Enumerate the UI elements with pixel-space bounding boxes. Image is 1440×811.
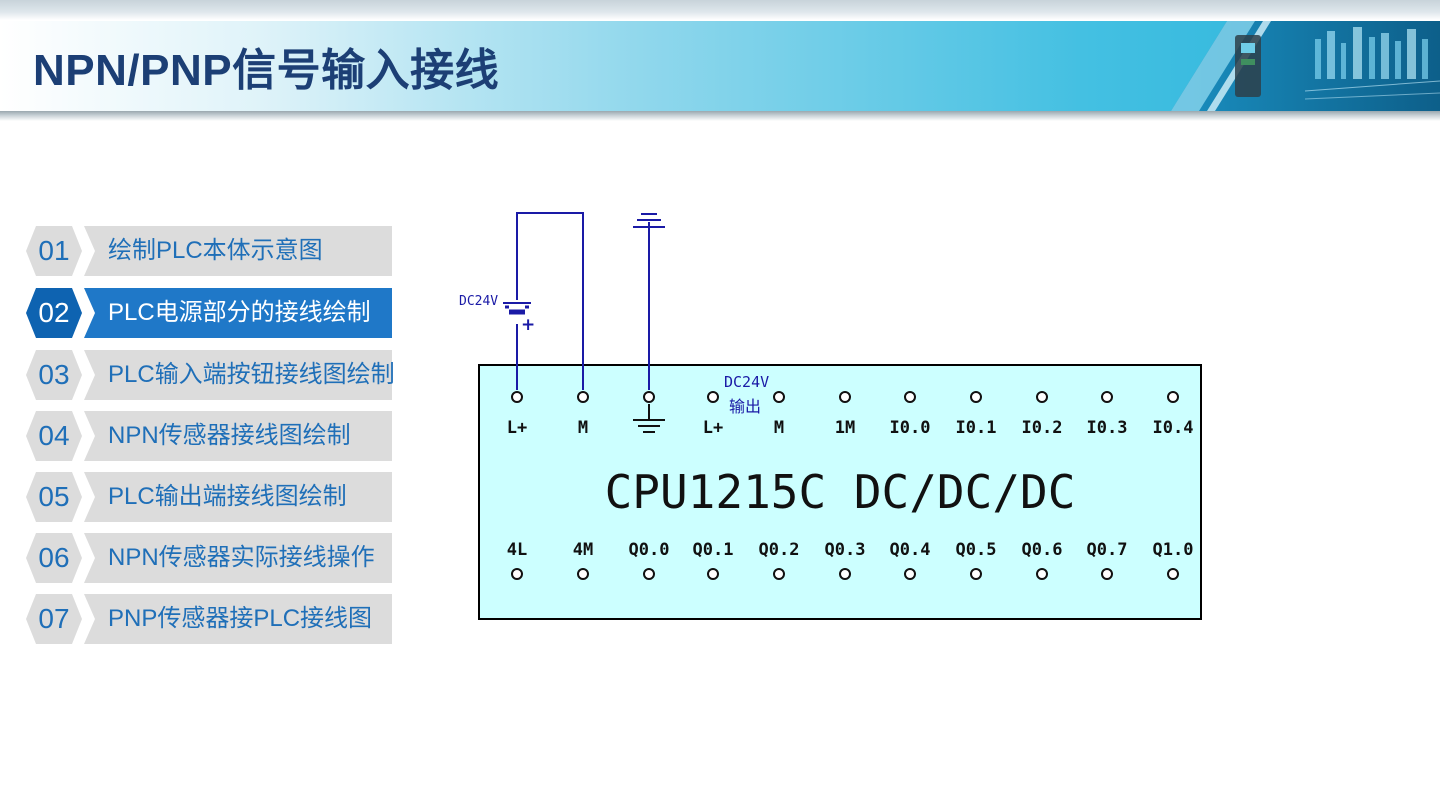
top-strip bbox=[0, 0, 1440, 20]
ground-terminal-icon bbox=[633, 404, 665, 433]
nav-label: PNP传感器接PLC接线图 bbox=[108, 605, 373, 632]
power-loop-wire bbox=[516, 212, 584, 390]
nav-number: 06 bbox=[38, 542, 70, 573]
bottom-terminal-label-0: 4L bbox=[507, 540, 527, 560]
page-title: NPN/PNP信号输入接线 bbox=[33, 46, 500, 95]
top-terminal-8 bbox=[1036, 391, 1048, 403]
bottom-terminal-5 bbox=[839, 568, 851, 580]
nav-label-bar: PLC输入端按钮接线图绘制 bbox=[84, 350, 395, 400]
ground-symbol-icon bbox=[633, 213, 665, 228]
nav-number: 01 bbox=[38, 235, 70, 266]
top-terminals: L+ M L+ M 1M I0.0 I0.1 I0.2 I0.3 I0.4 bbox=[507, 391, 1194, 438]
nav-number-badge: 07 bbox=[26, 594, 82, 644]
top-terminal-9 bbox=[1101, 391, 1113, 403]
nav-number: 05 bbox=[38, 481, 70, 512]
top-terminal-label-10: I0.4 bbox=[1153, 418, 1194, 438]
bottom-terminal-label-8: Q0.6 bbox=[1022, 540, 1063, 560]
bottom-terminal-2 bbox=[643, 568, 655, 580]
nav-number-badge: 01 bbox=[26, 226, 82, 276]
nav-number-badge: 02 bbox=[26, 288, 82, 338]
bottom-terminal-4 bbox=[773, 568, 785, 580]
bottom-terminal-6 bbox=[904, 568, 916, 580]
bottom-terminal-7 bbox=[970, 568, 982, 580]
nav-label: 绘制PLC本体示意图 bbox=[108, 237, 323, 264]
battery-label: DC24V bbox=[459, 294, 498, 309]
nav-label-bar: 绘制PLC本体示意图 bbox=[84, 226, 392, 276]
top-terminal-3 bbox=[707, 391, 719, 403]
nav-number: 04 bbox=[38, 420, 70, 451]
nav-number-badge: 06 bbox=[26, 533, 82, 583]
bottom-terminal-3 bbox=[707, 568, 719, 580]
nav-number: 07 bbox=[38, 603, 70, 634]
cpu-model-label: CPU1215C DC/DC/DC bbox=[605, 465, 1076, 519]
bottom-terminal-label-7: Q0.5 bbox=[956, 540, 997, 560]
top-terminal-2 bbox=[643, 391, 655, 403]
bottom-terminal-label-2: Q0.0 bbox=[629, 540, 670, 560]
top-terminal-4 bbox=[773, 391, 785, 403]
top-terminal-label-0: L+ bbox=[507, 418, 527, 438]
top-terminal-label-8: I0.2 bbox=[1022, 418, 1063, 438]
top-terminal-7 bbox=[970, 391, 982, 403]
nav-label-bar: NPN传感器实际接线操作 bbox=[84, 533, 392, 583]
nav-number-badge: 03 bbox=[26, 350, 82, 400]
nav-label: NPN传感器实际接线操作 bbox=[108, 544, 375, 571]
nav-label-bar: PLC输出端接线图绘制 bbox=[84, 472, 392, 522]
battery-plus-label: + bbox=[521, 315, 535, 335]
top-terminal-label-4: M bbox=[774, 418, 784, 438]
bottom-terminal-label-6: Q0.4 bbox=[890, 540, 931, 560]
bottom-terminal-8 bbox=[1036, 568, 1048, 580]
nav-item-02[interactable]: 02 PLC电源部分的接线绘制 bbox=[26, 288, 392, 340]
nav-label: PLC输出端接线图绘制 bbox=[108, 483, 347, 510]
top-terminal-label-6: I0.0 bbox=[890, 418, 931, 438]
bottom-terminal-label-5: Q0.3 bbox=[825, 540, 866, 560]
top-terminal-6 bbox=[904, 391, 916, 403]
bottom-terminal-label-9: Q0.7 bbox=[1087, 540, 1128, 560]
nav-label-bar: NPN传感器接线图绘制 bbox=[84, 411, 392, 461]
bottom-terminal-9 bbox=[1101, 568, 1113, 580]
top-terminal-label-5: 1M bbox=[835, 418, 855, 438]
output-voltage-label: DC24V bbox=[724, 373, 769, 391]
nav-number: 02 bbox=[38, 297, 70, 328]
nav-label: PLC输入端按钮接线图绘制 bbox=[108, 361, 395, 388]
header-decoration-image bbox=[1171, 21, 1440, 111]
top-terminal-10 bbox=[1167, 391, 1179, 403]
header-divider bbox=[0, 111, 1440, 121]
bottom-terminal-0 bbox=[511, 568, 523, 580]
nav-item-03[interactable]: 03 PLC输入端按钮接线图绘制 bbox=[26, 350, 395, 402]
top-terminal-1 bbox=[577, 391, 589, 403]
nav-number: 03 bbox=[38, 359, 70, 390]
nav-item-06[interactable]: 06 NPN传感器实际接线操作 bbox=[26, 533, 392, 585]
bottom-terminal-label-3: Q0.1 bbox=[693, 540, 734, 560]
nav-item-05[interactable]: 05 PLC输出端接线图绘制 bbox=[26, 472, 392, 524]
bottom-terminal-1 bbox=[577, 568, 589, 580]
nav-number-badge: 04 bbox=[26, 411, 82, 461]
top-terminal-0 bbox=[511, 391, 523, 403]
nav-item-07[interactable]: 07 PNP传感器接PLC接线图 bbox=[26, 594, 392, 646]
top-terminal-label-1: M bbox=[578, 418, 588, 438]
top-terminal-label-3: L+ bbox=[703, 418, 723, 438]
battery-icon bbox=[503, 300, 531, 324]
nav-label: PLC电源部分的接线绘制 bbox=[108, 299, 371, 326]
bottom-terminal-10 bbox=[1167, 568, 1179, 580]
nav-item-01[interactable]: 01 绘制PLC本体示意图 bbox=[26, 226, 392, 278]
bottom-terminal-label-1: 4M bbox=[573, 540, 593, 560]
nav-label-bar: PLC电源部分的接线绘制 bbox=[84, 288, 392, 338]
nav-number-badge: 05 bbox=[26, 472, 82, 522]
nav-item-04[interactable]: 04 NPN传感器接线图绘制 bbox=[26, 411, 392, 463]
nav-label: NPN传感器接线图绘制 bbox=[108, 422, 351, 449]
bottom-terminals: 4L 4M Q0.0 Q0.1 Q0.2 Q0.3 Q0.4 Q0.5 Q0.6 Q0.7 Q1.0 bbox=[507, 540, 1194, 580]
bottom-terminal-label-4: Q0.2 bbox=[759, 540, 800, 560]
top-terminal-label-9: I0.3 bbox=[1087, 418, 1128, 438]
nav-label-bar: PNP传感器接PLC接线图 bbox=[84, 594, 392, 644]
output-label: 输出 bbox=[729, 397, 761, 416]
bottom-terminal-label-10: Q1.0 bbox=[1153, 540, 1194, 560]
top-terminal-5 bbox=[839, 391, 851, 403]
top-terminal-label-7: I0.1 bbox=[956, 418, 997, 438]
